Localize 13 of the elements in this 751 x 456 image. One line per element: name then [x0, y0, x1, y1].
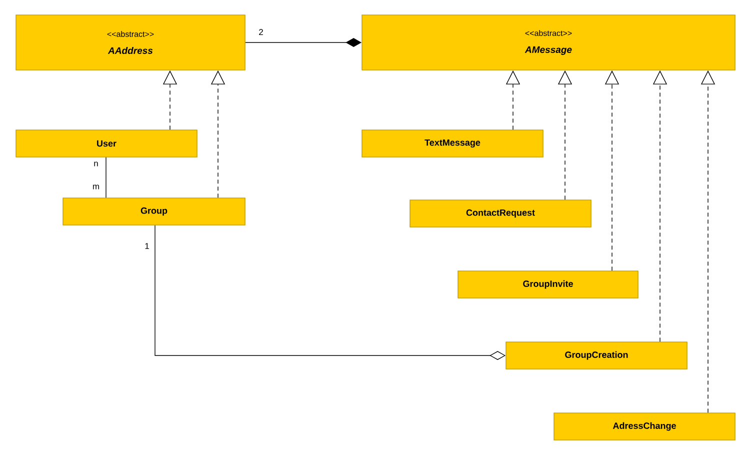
class-box: TextMessage [362, 130, 544, 158]
multiplicity-label: n [94, 162, 98, 166]
multiplicity-label: 2 [259, 29, 263, 35]
class-box: GroupCreation [506, 342, 688, 370]
multiplicity-label: m [93, 184, 99, 190]
class-box: <<abstract>> AAddress [16, 14, 246, 70]
class-box: <<abstract>> AMessage [362, 14, 736, 70]
class-box: Group [62, 198, 246, 226]
class-box: ContactRequest [410, 200, 592, 228]
class-box: AdressChange [554, 412, 736, 440]
class-box: User [16, 130, 198, 158]
multiplicity-label: 1 [145, 243, 149, 249]
class-box: GroupInvite [458, 270, 638, 298]
